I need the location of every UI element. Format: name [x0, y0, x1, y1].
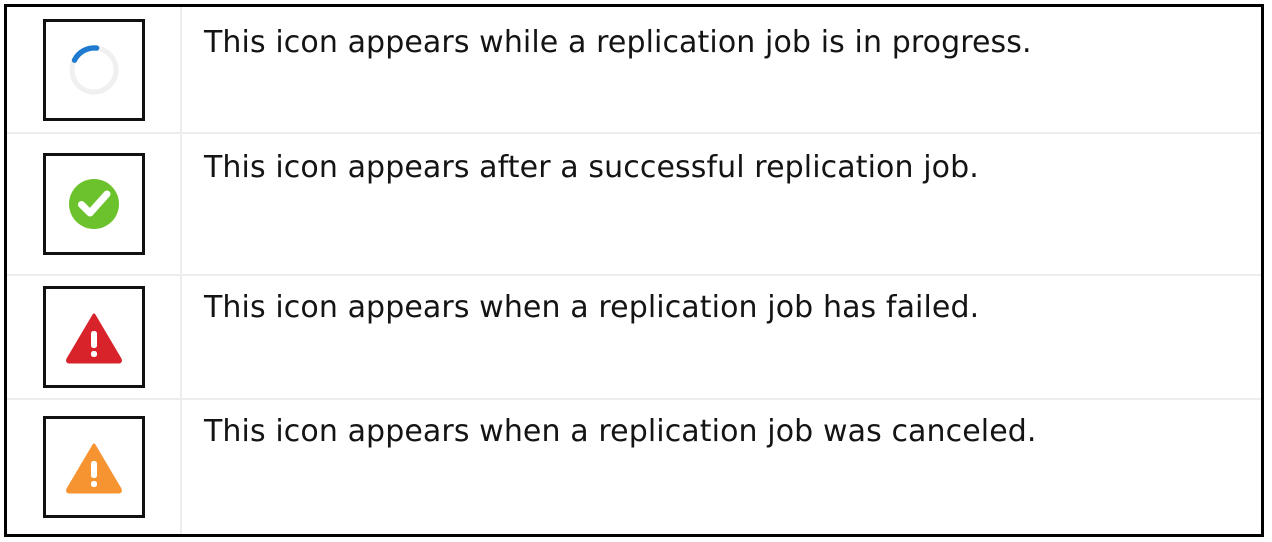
icon-box — [42, 416, 145, 518]
row-description: This icon appears when a replication job… — [204, 414, 1037, 449]
status-icon-legend-table: This icon appears while a replication jo… — [4, 4, 1264, 537]
description-cell: This icon appears when a replication job… — [182, 400, 1261, 534]
table-row: This icon appears while a replication jo… — [7, 7, 1261, 134]
replication-failed-warning-icon — [65, 313, 122, 364]
icon-box — [42, 286, 145, 388]
icon-cell — [7, 7, 182, 132]
icon-cell — [7, 276, 182, 398]
row-description: This icon appears after a successful rep… — [204, 150, 979, 185]
row-description: This icon appears while a replication jo… — [204, 25, 1032, 60]
table-row: This icon appears when a replication job… — [7, 276, 1261, 400]
description-cell: This icon appears while a replication jo… — [182, 7, 1261, 132]
description-cell: This icon appears when a replication job… — [182, 276, 1261, 398]
row-description: This icon appears when a replication job… — [204, 290, 980, 325]
icon-cell — [7, 134, 182, 274]
replication-success-check-icon — [68, 179, 119, 229]
icon-box — [42, 18, 145, 121]
replication-in-progress-spinner-icon — [69, 44, 118, 94]
icon-box — [42, 153, 145, 255]
table-row: This icon appears after a successful rep… — [7, 134, 1261, 276]
table-row: This icon appears when a replication job… — [7, 400, 1261, 534]
icon-cell — [7, 400, 182, 534]
description-cell: This icon appears after a successful rep… — [182, 134, 1261, 274]
replication-canceled-warning-icon — [65, 443, 122, 494]
